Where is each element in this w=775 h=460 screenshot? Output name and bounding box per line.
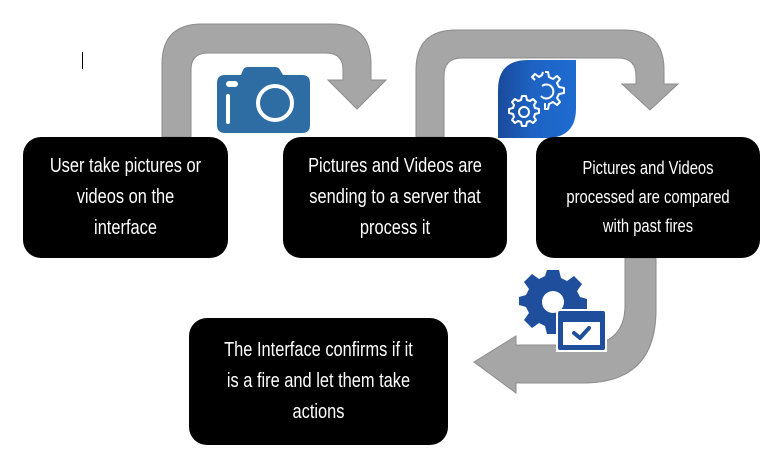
arrow-step1-to-step2 xyxy=(161,23,388,138)
step-3-box: Pictures and Videos processed are compar… xyxy=(536,137,760,258)
gear-check-icon xyxy=(519,270,607,352)
step-2-text: Pictures and Videos are sending to a ser… xyxy=(308,155,482,239)
arrow-step3-to-step4 xyxy=(473,257,657,394)
text-cursor xyxy=(82,52,83,69)
step-4-box: The Interface confirms if it is a fire a… xyxy=(189,318,448,445)
step-3-text: Pictures and Videos processed are compar… xyxy=(566,158,730,236)
arrow-step2-to-step3 xyxy=(415,29,680,138)
step-4-text: The Interface confirms if it is a fire a… xyxy=(224,339,413,423)
step-1-text: User take pictures or videos on the inte… xyxy=(49,155,202,239)
gears-icon xyxy=(498,60,576,138)
step-2-box: Pictures and Videos are sending to a ser… xyxy=(283,137,507,258)
camera-icon xyxy=(217,67,310,133)
step-1-box: User take pictures or videos on the inte… xyxy=(23,137,228,258)
